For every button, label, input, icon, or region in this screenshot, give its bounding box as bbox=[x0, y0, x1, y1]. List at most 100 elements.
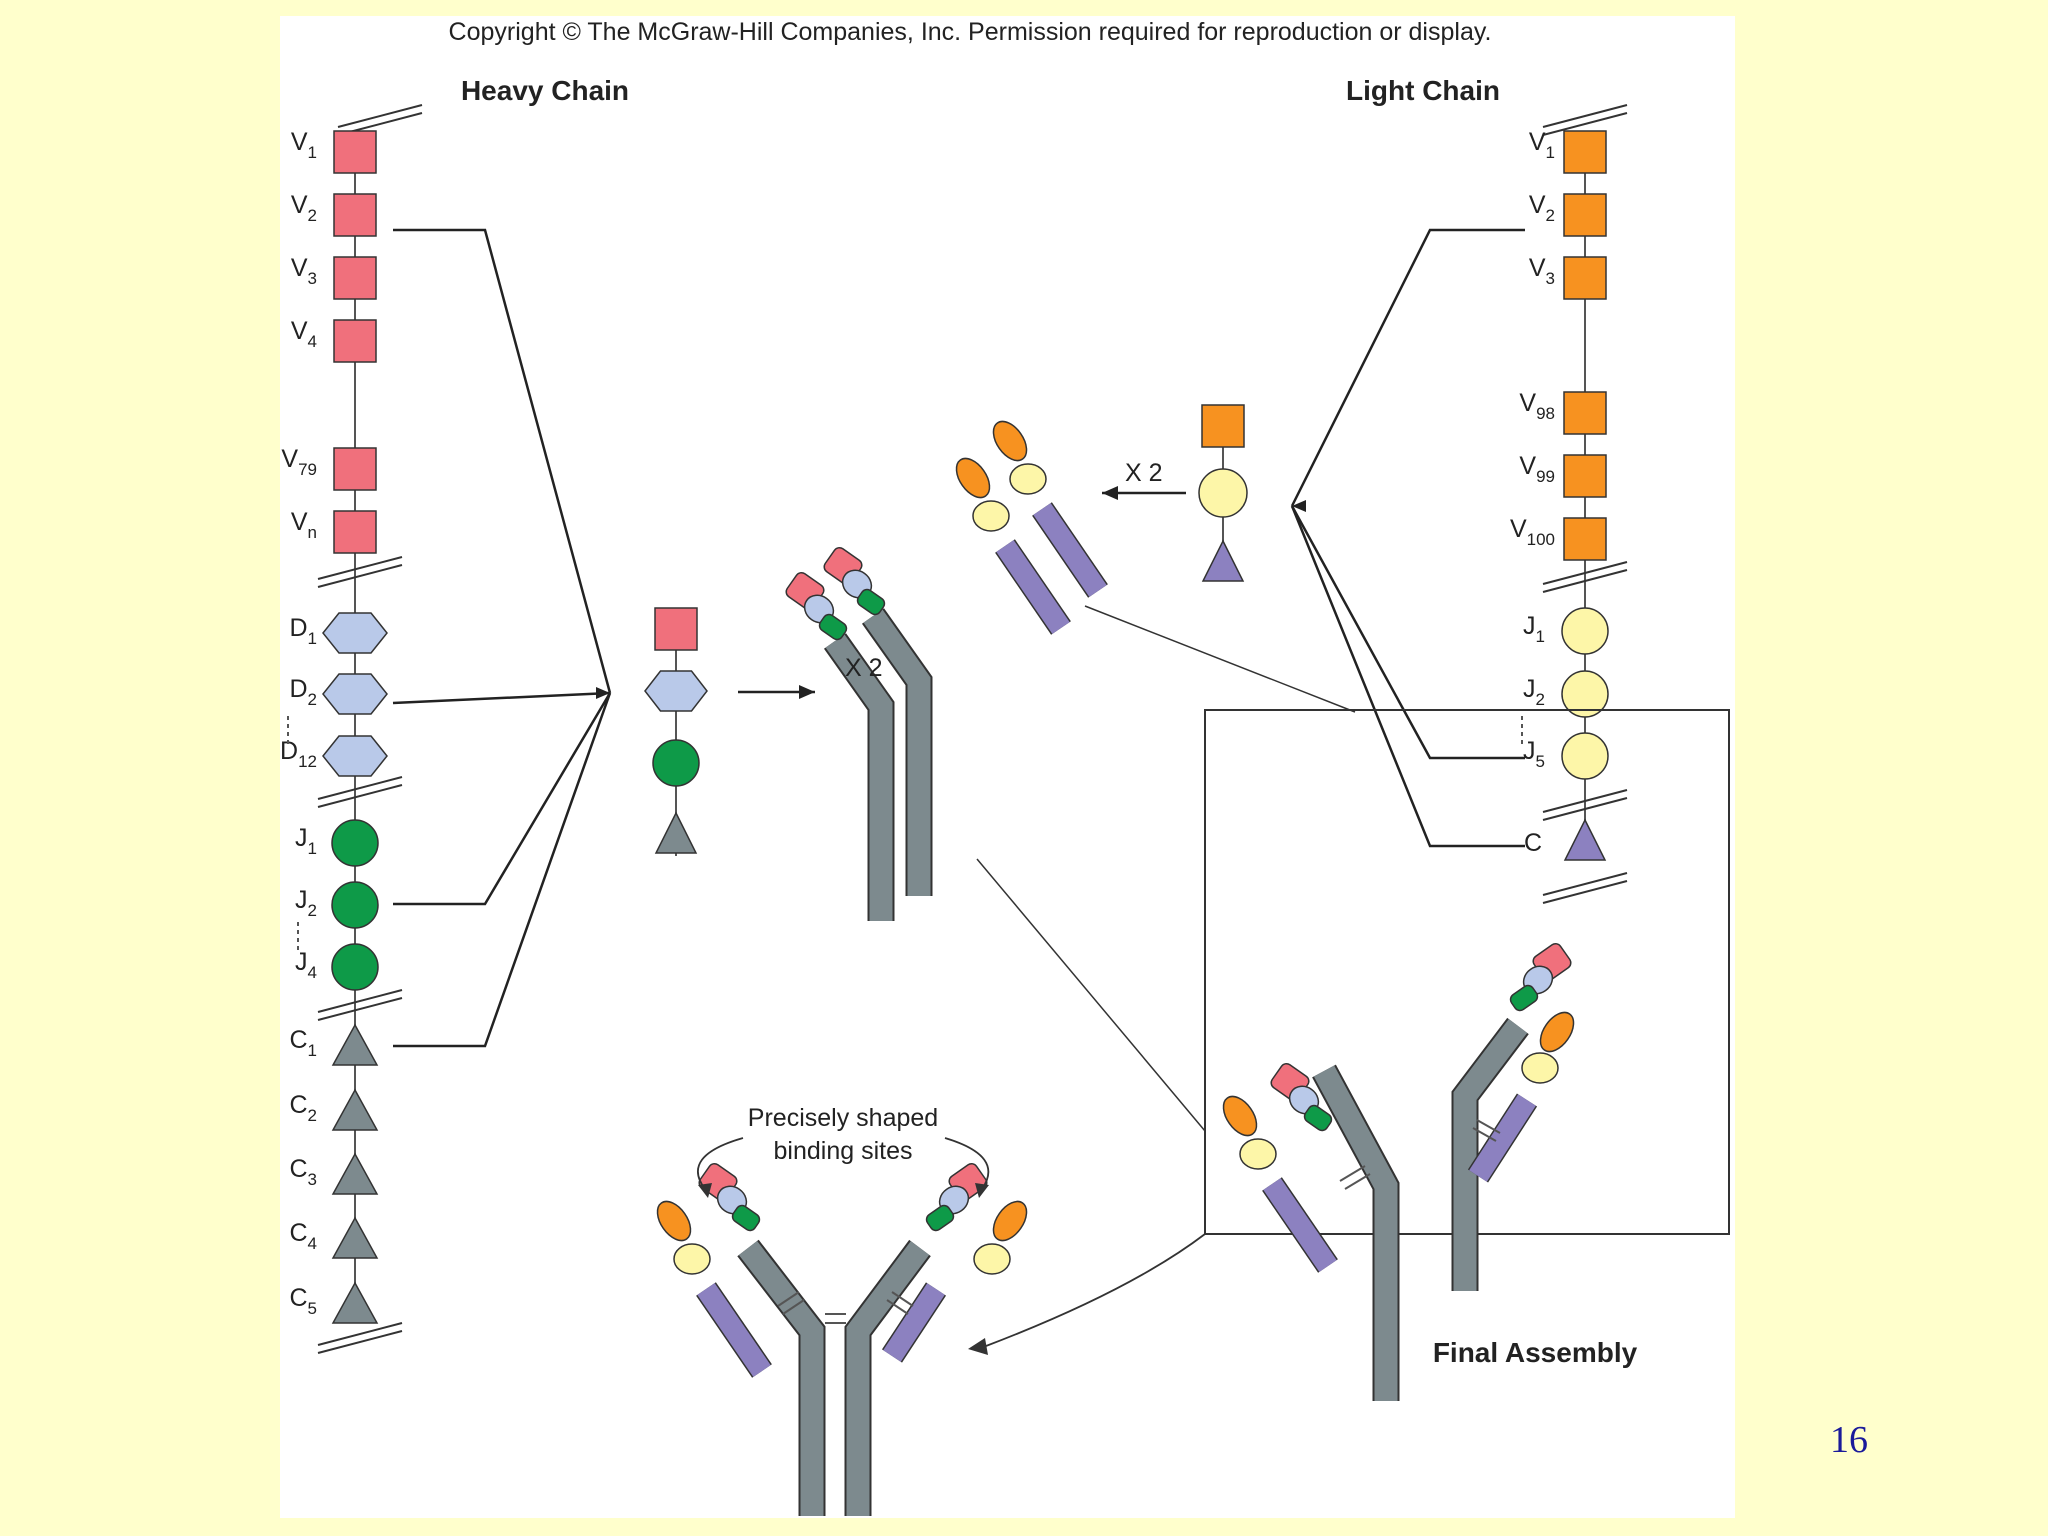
recombination-line bbox=[1290, 228, 1525, 507]
heavy-j-label: J2 bbox=[295, 886, 317, 920]
break-mark bbox=[317, 989, 403, 1013]
light-chain-constant bbox=[1469, 1094, 1536, 1182]
heavy-j-segment bbox=[331, 819, 379, 867]
recombination-line bbox=[596, 687, 610, 699]
light-j-domain bbox=[973, 1243, 1011, 1275]
disulfide-bond bbox=[1344, 1173, 1371, 1190]
arrow bbox=[799, 685, 815, 699]
light-j-segment bbox=[1198, 468, 1248, 518]
slide-number: 16 bbox=[1830, 1419, 1868, 1461]
binding-site-arrow bbox=[698, 1183, 712, 1198]
heavy-d-segment bbox=[644, 670, 708, 712]
light-c-segment bbox=[1563, 818, 1607, 861]
break-mark bbox=[317, 1322, 403, 1346]
heavy-d-label: D2 bbox=[289, 675, 317, 709]
figure-panel: Copyright © The McGraw-Hill Companies, I… bbox=[280, 16, 1735, 1518]
light-v-segment bbox=[1563, 256, 1607, 300]
heavy-j-segment bbox=[331, 881, 379, 929]
light-c-label: C bbox=[1524, 829, 1542, 857]
heavy-chain-title: Heavy Chain bbox=[461, 75, 629, 106]
zoom-line bbox=[1084, 605, 1356, 713]
break-mark bbox=[1542, 880, 1628, 904]
binding-site-arrow bbox=[697, 1137, 744, 1190]
heavy-chain-constant bbox=[846, 1241, 930, 1516]
light-chain-constant bbox=[883, 1283, 945, 1362]
heavy-v-segment bbox=[333, 256, 377, 300]
heavy-d-label: D12 bbox=[280, 737, 317, 771]
heavy-v-segment bbox=[333, 510, 377, 554]
light-multiplier: X 2 bbox=[1125, 459, 1163, 487]
heavy-c-segment bbox=[654, 811, 698, 854]
heavy-c-label: C2 bbox=[289, 1091, 317, 1125]
heavy-chain-constant bbox=[1453, 1019, 1528, 1291]
break-mark bbox=[1542, 104, 1628, 128]
break-mark bbox=[1542, 569, 1628, 593]
break-mark bbox=[317, 1330, 403, 1354]
assembly-arrow bbox=[968, 1338, 988, 1355]
disulfide-bond bbox=[1339, 1165, 1366, 1182]
heavy-v-segment bbox=[333, 319, 377, 363]
heavy-v-label: V79 bbox=[281, 445, 317, 479]
heavy-j-domain bbox=[818, 613, 848, 641]
light-chain-constant bbox=[697, 1283, 771, 1377]
disulfide-bond bbox=[1472, 1127, 1497, 1142]
light-v-label: V1 bbox=[1529, 128, 1555, 162]
recombination-line bbox=[393, 228, 612, 694]
light-chain-constant bbox=[1263, 1178, 1337, 1272]
heavy-c-segment bbox=[331, 1152, 379, 1195]
light-j-segment bbox=[1561, 607, 1609, 655]
light-variable-domain bbox=[992, 1200, 1028, 1242]
heavy-c-segment bbox=[331, 1216, 379, 1259]
light-v-label: V100 bbox=[1510, 515, 1555, 549]
heavy-c-segment bbox=[331, 1023, 379, 1066]
light-c-segment bbox=[1201, 539, 1245, 582]
break-mark bbox=[1542, 112, 1628, 136]
light-variable-domain bbox=[992, 420, 1028, 462]
light-v-segment bbox=[1563, 454, 1607, 498]
recombination-line bbox=[393, 692, 612, 1048]
light-v-segment bbox=[1563, 193, 1607, 237]
break-mark bbox=[317, 776, 403, 800]
break-mark bbox=[1542, 872, 1628, 896]
arrow bbox=[1102, 486, 1118, 500]
heavy-c-label: C5 bbox=[289, 1284, 317, 1318]
heavy-d-segment bbox=[322, 612, 388, 654]
break-mark bbox=[337, 104, 423, 128]
light-v-segment bbox=[1563, 517, 1607, 561]
break-mark bbox=[1542, 797, 1628, 821]
recombination-line bbox=[1290, 505, 1525, 760]
heavy-j-domain bbox=[925, 1204, 955, 1232]
light-v-segment bbox=[1563, 130, 1607, 174]
final-assembly-label: Final Assembly bbox=[1433, 1337, 1638, 1368]
break-mark bbox=[1542, 561, 1628, 585]
heavy-c-label: C3 bbox=[289, 1155, 317, 1189]
light-j-domain bbox=[1009, 463, 1047, 495]
heavy-c-segment bbox=[331, 1088, 379, 1131]
heavy-v-label: V4 bbox=[291, 317, 317, 351]
break-mark bbox=[1542, 789, 1628, 813]
antibody-assembly-diagram: Copyright © The McGraw-Hill Companies, I… bbox=[280, 18, 1730, 1516]
heavy-v-segment bbox=[333, 447, 377, 491]
heavy-j-domain bbox=[731, 1204, 761, 1232]
light-j-domain bbox=[1521, 1052, 1559, 1084]
light-v-label: V98 bbox=[1519, 389, 1555, 423]
light-variable-domain bbox=[656, 1200, 692, 1242]
light-chain-title: Light Chain bbox=[1346, 75, 1500, 106]
recombination-line bbox=[1292, 500, 1306, 512]
light-j-domain bbox=[673, 1243, 711, 1275]
light-j-label: J2 bbox=[1523, 675, 1545, 709]
heavy-j-segment bbox=[652, 739, 700, 787]
heavy-j-label: J4 bbox=[295, 948, 317, 982]
heavy-c-segment bbox=[331, 1281, 379, 1324]
light-v-label: V2 bbox=[1529, 191, 1555, 225]
recombination-line bbox=[1290, 505, 1525, 848]
binding-caption-line-2: binding sites bbox=[774, 1137, 913, 1165]
break-mark bbox=[317, 564, 403, 588]
assembly-arrow bbox=[985, 1233, 1206, 1347]
heavy-chain-constant bbox=[1313, 1065, 1398, 1401]
zoom-line bbox=[923, 886, 1200, 1132]
recombination-line bbox=[393, 692, 612, 906]
light-j-segment bbox=[1561, 732, 1609, 780]
heavy-j-domain bbox=[856, 588, 886, 616]
heavy-v-segment bbox=[333, 130, 377, 174]
